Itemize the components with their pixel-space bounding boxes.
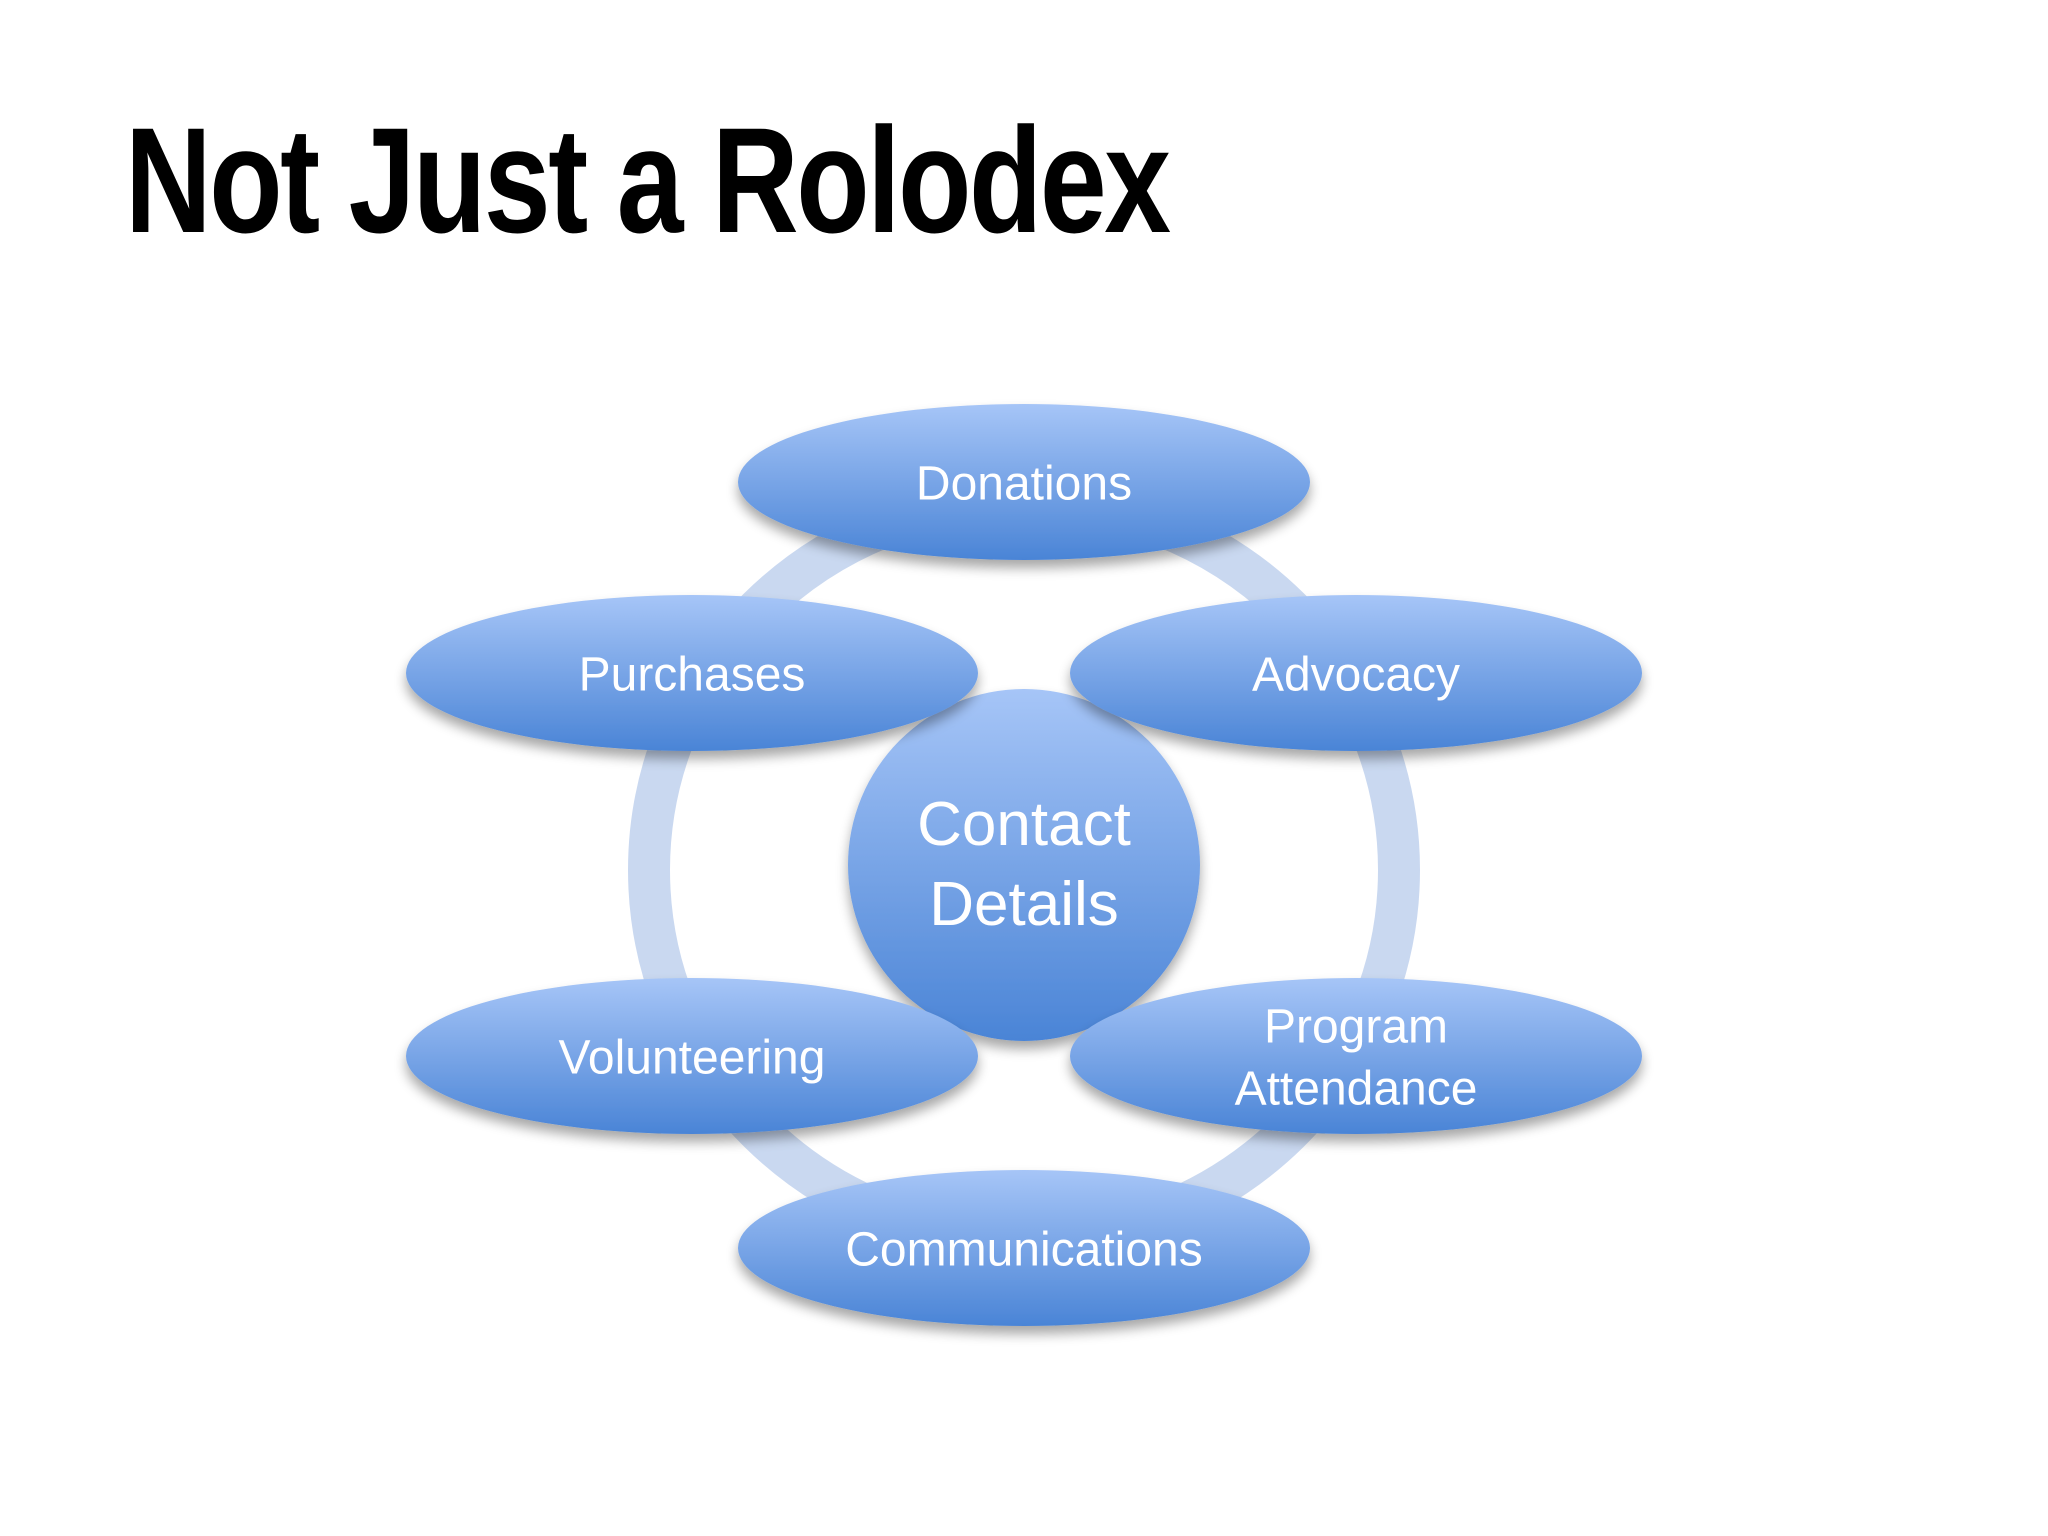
node-label-donations: Donations bbox=[916, 457, 1132, 510]
node-ellipse-advocacy bbox=[1070, 595, 1642, 751]
node-label-program-attendance-line-1: Program bbox=[1264, 1000, 1448, 1053]
node-communications: Communications bbox=[738, 1170, 1310, 1326]
node-ellipse-donations bbox=[738, 404, 1310, 560]
node-label-purchases: Purchases bbox=[579, 648, 806, 701]
node-advocacy: Advocacy bbox=[1070, 595, 1642, 751]
node-purchases: Purchases bbox=[406, 595, 978, 751]
node-label-volunteering: Volunteering bbox=[559, 1031, 826, 1084]
node-ellipse-purchases bbox=[406, 595, 978, 751]
center-node-contact-details: Contact Details bbox=[848, 689, 1200, 1041]
node-label-communications: Communications bbox=[845, 1223, 1202, 1276]
node-ellipse-program-attendance bbox=[1070, 978, 1642, 1134]
node-label-program-attendance-line-2: Attendance bbox=[1235, 1062, 1478, 1115]
node-donations: Donations bbox=[738, 404, 1310, 560]
node-ellipse-volunteering bbox=[406, 978, 978, 1134]
center-label-line-2: Details bbox=[929, 870, 1119, 939]
node-ellipse-communications bbox=[738, 1170, 1310, 1326]
node-volunteering: Volunteering bbox=[406, 978, 978, 1134]
node-label-advocacy: Advocacy bbox=[1252, 648, 1460, 701]
slide-title: Not Just a Rolodex bbox=[125, 96, 1171, 264]
center-label-line-1: Contact bbox=[917, 790, 1131, 859]
